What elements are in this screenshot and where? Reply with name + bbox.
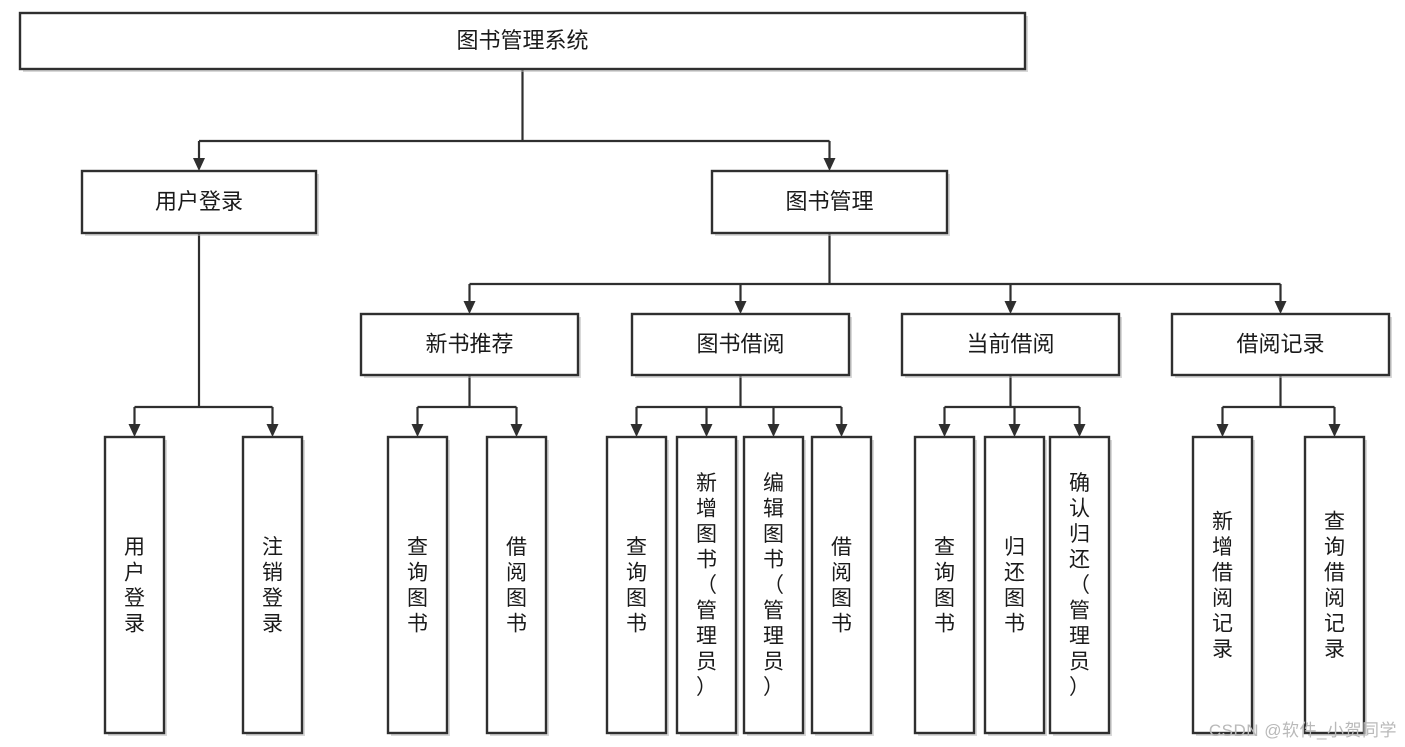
node-box <box>913 435 976 735</box>
node-box <box>742 435 805 735</box>
edge-group-book-borrow <box>630 375 848 437</box>
node-label: 归还图书 <box>1004 536 1025 636</box>
node-leaf-user-login[interactable]: 用户登录 <box>103 435 167 736</box>
watermark-label: CSDN @软件_小贺同学 <box>1208 721 1397 740</box>
node-box <box>1191 435 1254 735</box>
node-box <box>810 435 873 735</box>
node-box <box>710 169 949 235</box>
node-leaf-query-book-1[interactable]: 查询图书 <box>386 435 450 736</box>
node-box <box>900 312 1121 377</box>
node-box <box>241 435 304 735</box>
node-label: 查询图书 <box>626 536 647 636</box>
node-leaf-confirm-return[interactable]: 确认归还（管理员） <box>1048 435 1112 736</box>
edge-group-new-book-rec <box>411 375 523 437</box>
edge-group-book-manage <box>463 233 1287 314</box>
node-label: 新增借阅记录 <box>1212 510 1233 661</box>
node-leaf-return-book[interactable]: 归还图书 <box>983 435 1047 736</box>
node-leaf-edit-book[interactable]: 编辑图书（管理员） <box>742 435 806 736</box>
node-label: 查询图书 <box>934 536 955 636</box>
node-leaf-query-record[interactable]: 查询借阅记录 <box>1303 435 1367 736</box>
node-user-login[interactable]: 用户登录 <box>80 169 319 236</box>
node-box <box>983 435 1046 735</box>
node-label: 借阅图书 <box>506 536 527 636</box>
node-label: 图书借阅 <box>696 331 784 356</box>
node-label: 借阅图书 <box>831 536 852 636</box>
node-box <box>386 435 449 735</box>
node-box <box>1048 435 1111 735</box>
node-label: 图书管理 <box>785 189 873 214</box>
node-book-borrow[interactable]: 图书借阅 <box>630 312 852 378</box>
node-label: 确认归还（管理员） <box>1069 472 1090 699</box>
node-box <box>485 435 548 735</box>
edge-group-current-borrow <box>938 375 1086 437</box>
node-label: 编辑图书（管理员） <box>763 472 784 699</box>
node-leaf-query-book-3[interactable]: 查询图书 <box>913 435 977 736</box>
node-label: 注销登录 <box>262 536 283 636</box>
node-box <box>675 435 738 735</box>
node-label: 图书管理系统 <box>456 28 588 53</box>
node-borrow-record[interactable]: 借阅记录 <box>1170 312 1392 378</box>
node-box <box>1170 312 1391 377</box>
node-box <box>18 11 1027 71</box>
node-label: 用户登录 <box>155 189 243 214</box>
node-label: 用户登录 <box>124 536 145 636</box>
edges-layer <box>128 69 1341 437</box>
node-label: 查询借阅记录 <box>1324 510 1345 661</box>
node-leaf-query-book-2[interactable]: 查询图书 <box>605 435 669 736</box>
node-label: 新增图书（管理员） <box>696 472 717 699</box>
edge-group-borrow-record <box>1216 375 1341 437</box>
node-root[interactable]: 图书管理系统 <box>18 11 1028 72</box>
edge-group-user-login <box>128 233 279 437</box>
nodes-layer: 图书管理系统用户登录图书管理新书推荐图书借阅当前借阅借阅记录用户登录注销登录查询… <box>18 11 1392 736</box>
node-current-borrow[interactable]: 当前借阅 <box>900 312 1122 378</box>
node-leaf-borrow-book-1[interactable]: 借阅图书 <box>485 435 549 736</box>
node-leaf-borrow-book-2[interactable]: 借阅图书 <box>810 435 874 736</box>
node-box <box>359 312 580 377</box>
node-leaf-logout[interactable]: 注销登录 <box>241 435 305 736</box>
node-box <box>605 435 668 735</box>
node-label: 当前借阅 <box>966 331 1054 356</box>
node-leaf-add-book[interactable]: 新增图书（管理员） <box>675 435 739 736</box>
node-box <box>103 435 166 735</box>
node-label: 新书推荐 <box>425 331 513 356</box>
node-label: 借阅记录 <box>1236 331 1324 356</box>
node-label: 查询图书 <box>407 536 428 636</box>
node-book-manage[interactable]: 图书管理 <box>710 169 950 236</box>
node-leaf-add-record[interactable]: 新增借阅记录 <box>1191 435 1255 736</box>
edge-group-root <box>193 69 836 171</box>
node-new-book-rec[interactable]: 新书推荐 <box>359 312 581 378</box>
node-box <box>80 169 318 235</box>
node-box <box>1303 435 1366 735</box>
node-box <box>630 312 851 377</box>
